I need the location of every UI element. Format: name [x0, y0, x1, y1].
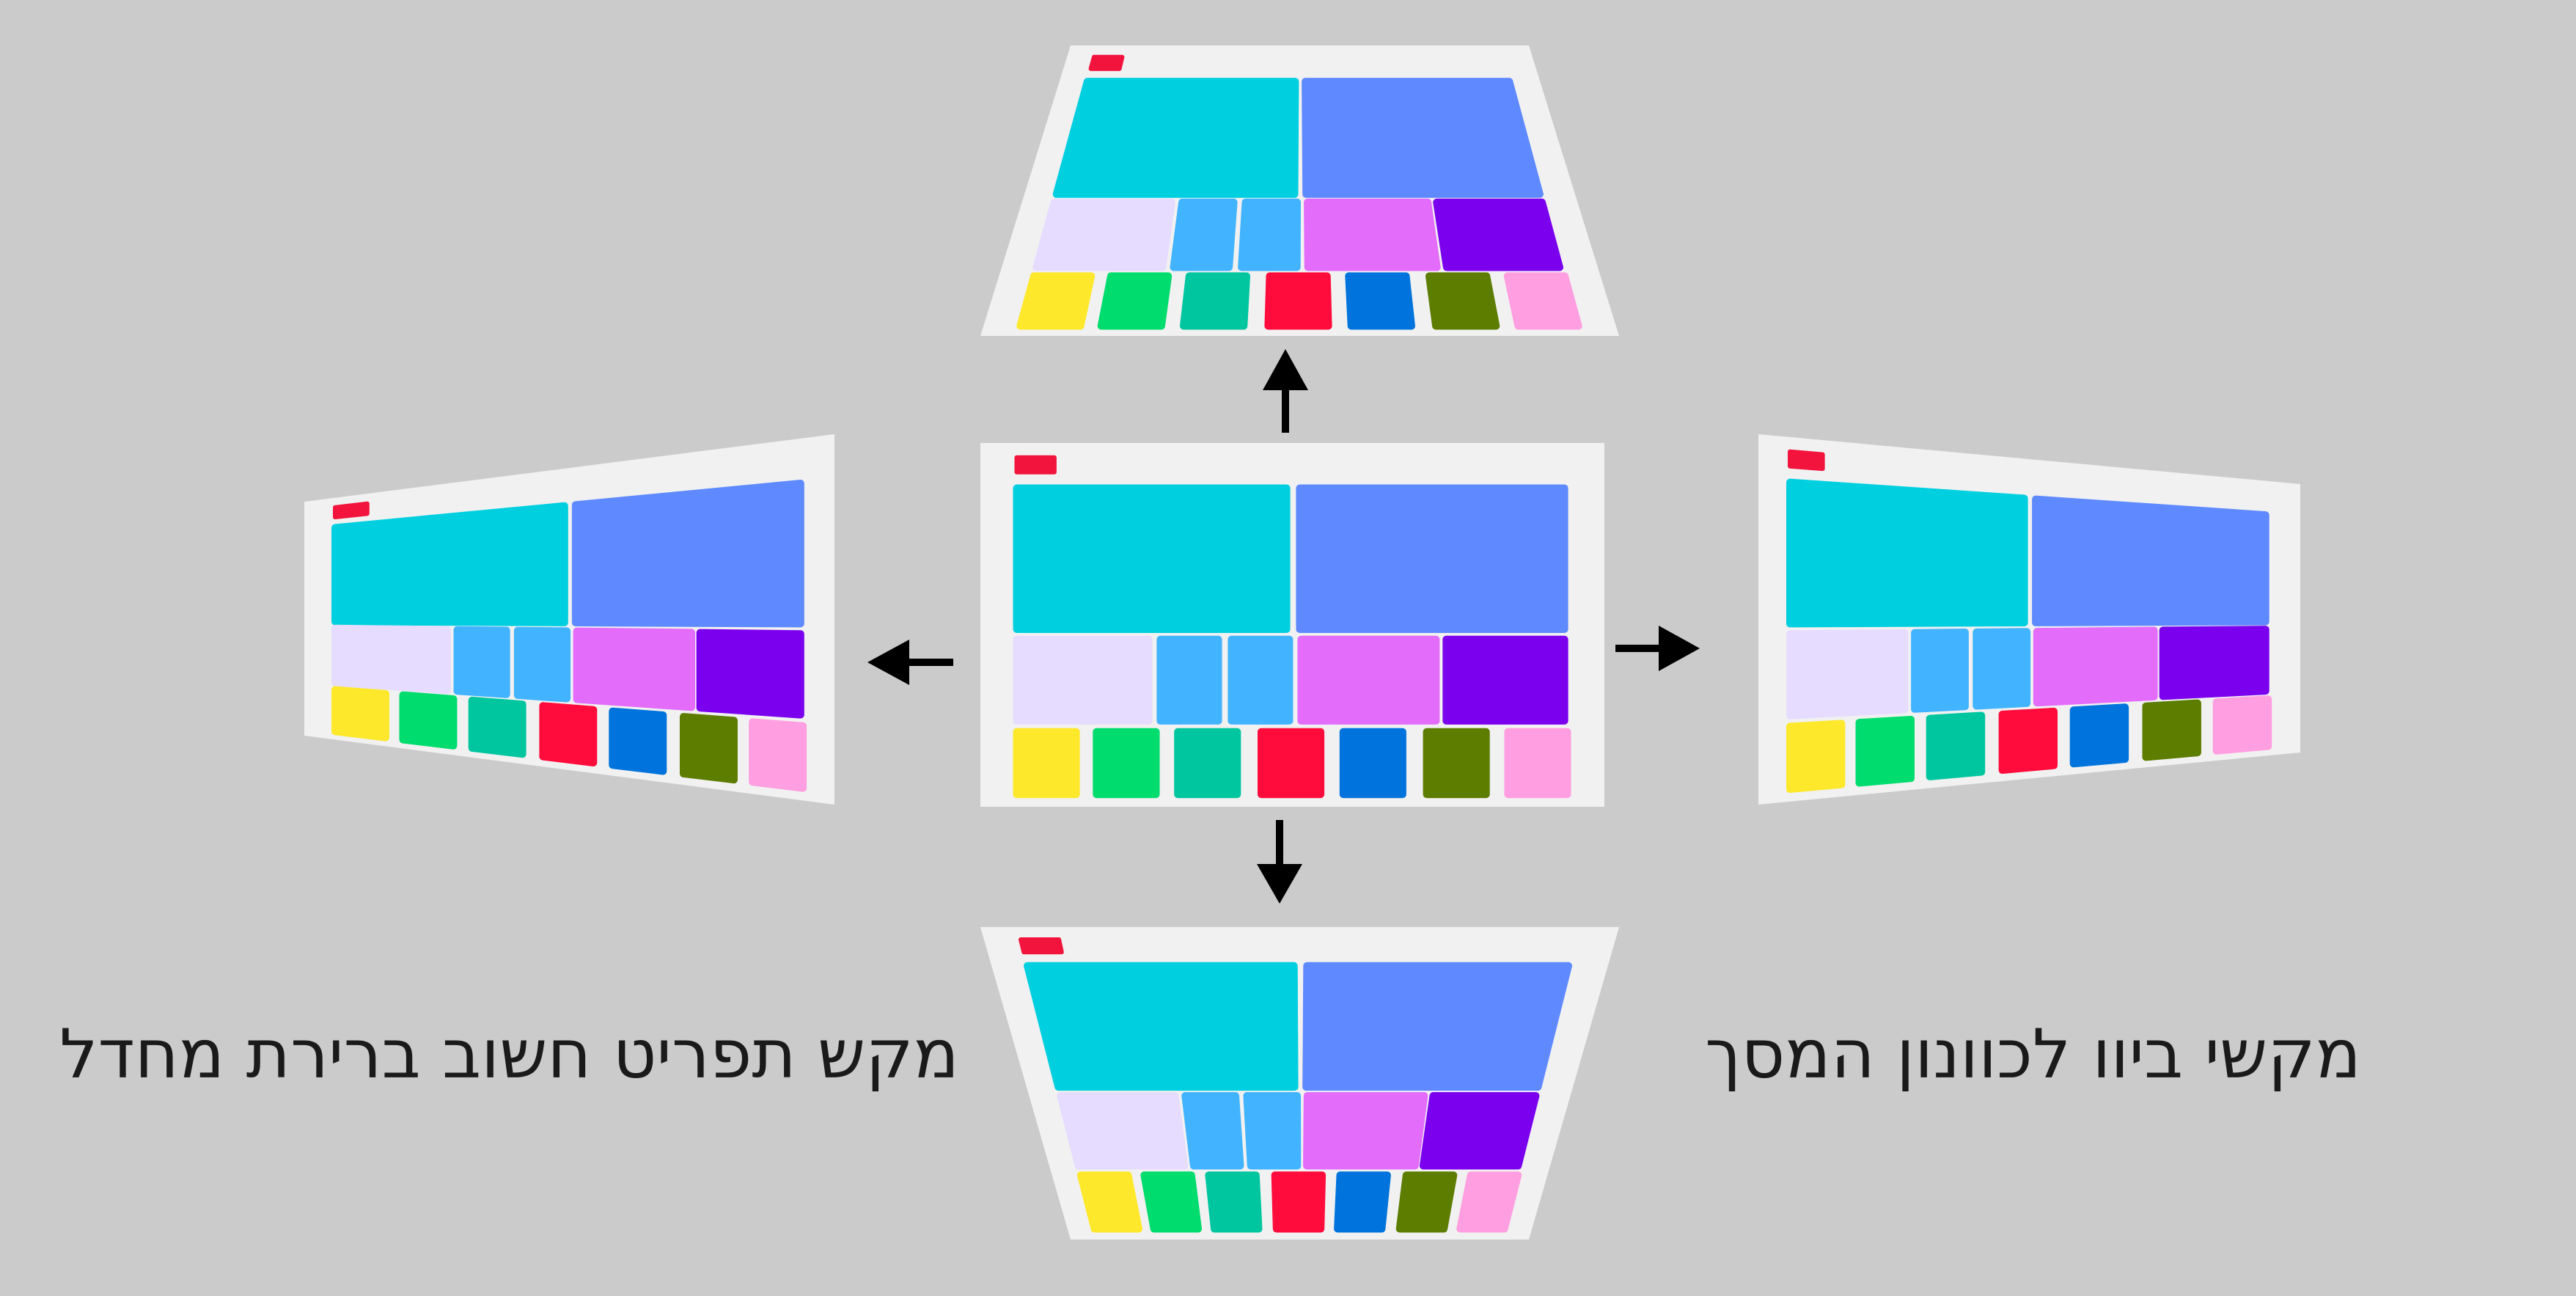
tile-medium — [1911, 629, 1969, 713]
tile-medium — [513, 626, 571, 703]
tile-medium — [1786, 629, 1909, 720]
tile-small — [539, 702, 598, 766]
tile-medium — [453, 626, 510, 698]
tile-large — [1786, 478, 2028, 628]
arrow-down-icon — [1257, 820, 1302, 904]
tile-small — [1271, 1171, 1326, 1233]
tile-small — [749, 718, 807, 792]
tile-small — [1504, 728, 1571, 799]
tile-small — [2142, 699, 2201, 761]
panel-bottom — [980, 927, 1619, 1240]
tile-small — [1205, 1171, 1263, 1233]
tile-medium — [1238, 198, 1301, 271]
tile-small — [1013, 728, 1080, 799]
tile-medium — [1013, 635, 1153, 725]
arrow-left-icon — [867, 640, 953, 685]
tile-small — [399, 691, 458, 750]
tile-medium — [1156, 635, 1222, 725]
tile-large — [571, 480, 804, 628]
panel-center — [980, 443, 1604, 807]
tile-medium — [1433, 198, 1563, 271]
tile-small — [1264, 272, 1332, 330]
tile-large — [2032, 495, 2269, 626]
tile-medium — [1442, 635, 1568, 725]
indicator-light — [1088, 54, 1125, 71]
tile-large — [331, 502, 568, 626]
tile-small — [1140, 1171, 1202, 1233]
panel-left — [304, 434, 834, 805]
tile-medium — [573, 627, 695, 711]
tile-small — [1016, 272, 1096, 330]
indicator-light — [1014, 455, 1057, 475]
tile-small — [1174, 728, 1241, 799]
tile-small — [1334, 1171, 1391, 1233]
indicator-light — [1019, 937, 1064, 955]
tile-small — [1097, 272, 1173, 330]
tile-medium — [1297, 635, 1440, 725]
tile-small — [1076, 1171, 1142, 1233]
tile-small — [1503, 272, 1582, 330]
tile-small — [2069, 703, 2129, 768]
tile-medium — [1419, 1092, 1540, 1170]
tile-medium — [331, 624, 451, 695]
tile-small — [1998, 707, 2058, 774]
tile-small — [1786, 720, 1846, 793]
tile-small — [468, 696, 526, 758]
tile-small — [1395, 1171, 1458, 1233]
tile-small — [1258, 728, 1325, 799]
tile-small — [680, 713, 738, 784]
tile-small — [1926, 711, 1986, 780]
tile-medium — [1973, 628, 2031, 710]
tile-large — [1024, 962, 1299, 1091]
tile-small — [331, 686, 389, 742]
tile-large — [1302, 78, 1544, 198]
arrow-right-icon — [1615, 626, 1700, 671]
tile-medium — [1057, 1092, 1189, 1170]
indicator-light — [1788, 449, 1825, 472]
tile-small — [1456, 1171, 1522, 1233]
tile-small — [1339, 728, 1406, 799]
tile-small — [1425, 272, 1500, 330]
tile-large — [1052, 78, 1299, 198]
indicator-light — [333, 501, 370, 519]
arrow-up-icon — [1263, 349, 1308, 433]
tile-small — [609, 707, 667, 775]
tile-medium — [1181, 1092, 1244, 1170]
tile-medium — [1032, 198, 1175, 271]
tile-small — [1180, 272, 1250, 330]
tile-medium — [2033, 626, 2158, 707]
panel-top — [980, 45, 1619, 336]
tile-medium — [1170, 198, 1238, 271]
tile-small — [1093, 728, 1160, 799]
direction-arrows — [867, 349, 1700, 904]
tile-small — [1855, 716, 1915, 787]
tile-medium — [1243, 1092, 1302, 1170]
tile-medium — [2159, 626, 2269, 700]
tile-large — [1013, 484, 1291, 633]
tile-medium — [696, 629, 804, 719]
tile-medium — [1304, 198, 1441, 271]
caption-left: מקש תפריט חשוב ברירת מחדל — [59, 1015, 959, 1094]
tile-small — [1345, 272, 1415, 330]
tile-small — [2212, 695, 2272, 755]
tile-medium — [1303, 1092, 1428, 1170]
panel-right — [1758, 434, 2300, 805]
tile-large — [1296, 484, 1568, 633]
tile-small — [1423, 728, 1490, 799]
tile-large — [1302, 962, 1572, 1091]
tile-medium — [1228, 635, 1293, 725]
caption-right: מקשי ביוו לכוונון המסך — [1705, 1015, 2361, 1094]
